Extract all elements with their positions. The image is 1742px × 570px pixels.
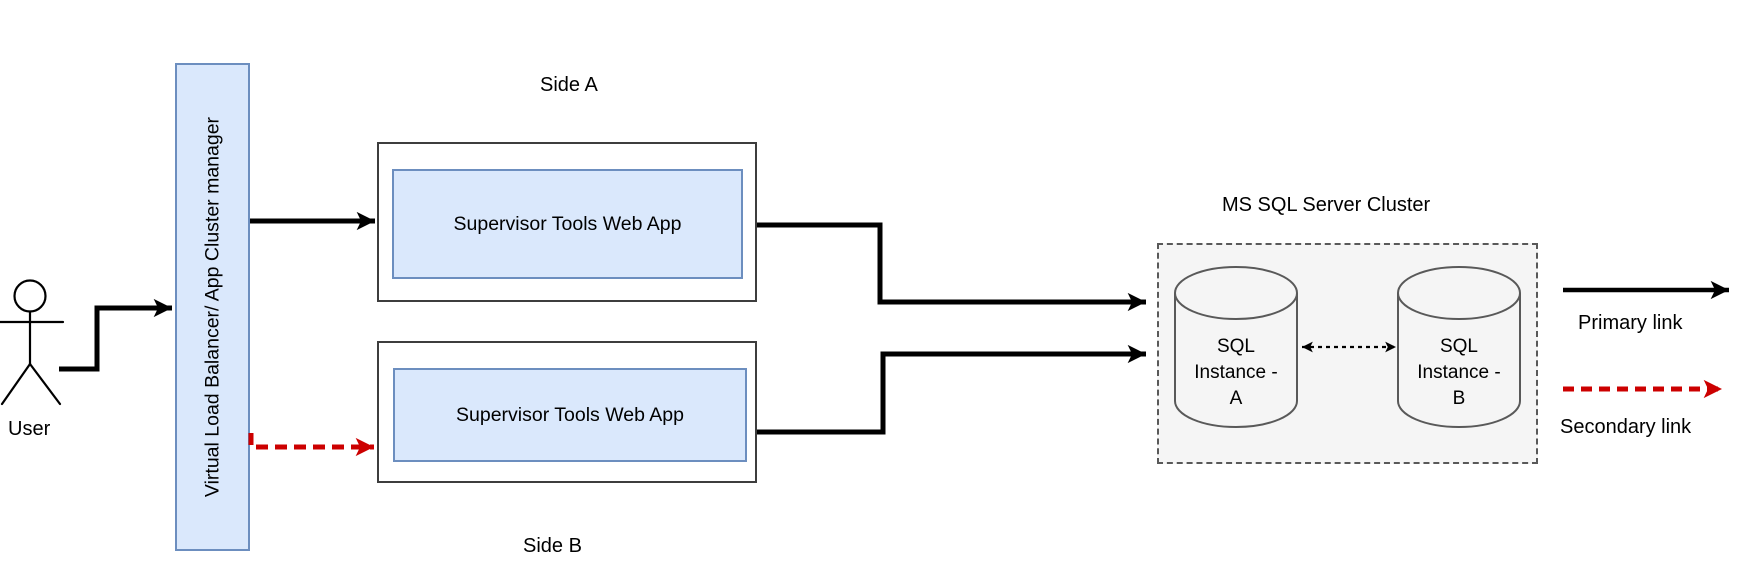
arrow-lb-to-side-b-secondary <box>248 433 374 457</box>
side-b-title: Side B <box>523 535 582 557</box>
arrow-side-b-to-sql <box>757 344 1146 435</box>
load-balancer-label: Virtual Load Balancer/ App Cluster manag… <box>201 116 223 498</box>
side-a-web-app-node: Supervisor Tools Web App <box>392 169 743 279</box>
user-icon <box>0 279 65 406</box>
legend-primary-label: Primary link <box>1578 312 1683 334</box>
sql-cluster-title: MS SQL Server Cluster <box>1222 194 1431 216</box>
side-a-title: Side A <box>540 74 598 96</box>
side-a-web-app-label: Supervisor Tools Web App <box>453 212 682 235</box>
load-balancer-node: Virtual Load Balancer/ App Cluster manag… <box>175 63 250 551</box>
user-label: User <box>8 418 51 440</box>
legend-secondary-label: Secondary link <box>1560 416 1692 438</box>
sql-instance-a-label: SQL Instance - A <box>1194 336 1278 409</box>
sql-instance-b-label: SQL Instance - B <box>1417 336 1501 409</box>
arrow-user-to-load-balancer <box>59 298 172 372</box>
side-b-web-app-label: Supervisor Tools Web App <box>456 403 684 426</box>
arrow-side-a-to-sql <box>757 222 1146 312</box>
side-b-web-app-node: Supervisor Tools Web App <box>393 368 747 462</box>
